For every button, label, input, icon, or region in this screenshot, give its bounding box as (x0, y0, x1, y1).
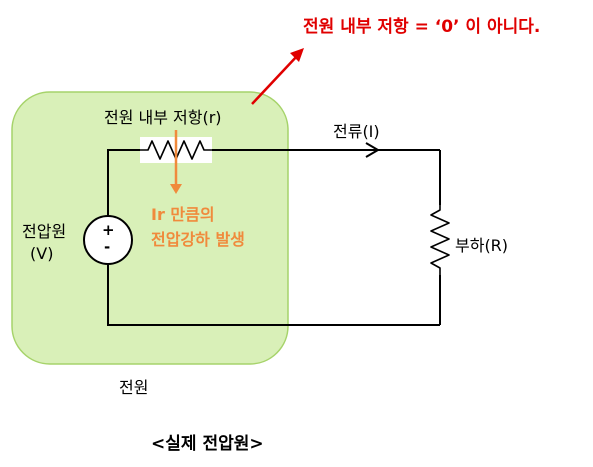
plus-sign: + (102, 221, 115, 239)
wire-top-left (107, 149, 140, 216)
voltage-drop-line1: Ir 만큼의 (151, 205, 215, 224)
caption: <실제 전압원> (151, 434, 264, 454)
voltage-drop-line2: 전압강하 발생 (151, 230, 245, 249)
current-arrow-icon (365, 142, 380, 158)
wire-bottom (107, 263, 440, 326)
power-source-box (11, 91, 289, 365)
callout-arrow-head-icon (290, 48, 304, 62)
internal-resistance-label: 전원 내부 저항(r) (104, 108, 222, 127)
circuit-wires (107, 149, 441, 326)
callout-arrow-line (251, 54, 299, 105)
voltage-source-symbol (83, 215, 133, 265)
callout-text: 전원 내부 저항 = ‘0’ 이 아니다. (303, 17, 541, 37)
voltage-drop-arrow-head-icon (170, 184, 182, 194)
current-label: 전류(I) (333, 122, 380, 141)
load-label: 부하(R) (455, 236, 509, 255)
source-label-line2: (V) (30, 244, 54, 263)
load-resistor-symbol (430, 205, 450, 275)
source-label-line1: 전압원 (22, 222, 67, 241)
minus-sign: - (104, 238, 111, 256)
box-label: 전원 (119, 378, 149, 397)
